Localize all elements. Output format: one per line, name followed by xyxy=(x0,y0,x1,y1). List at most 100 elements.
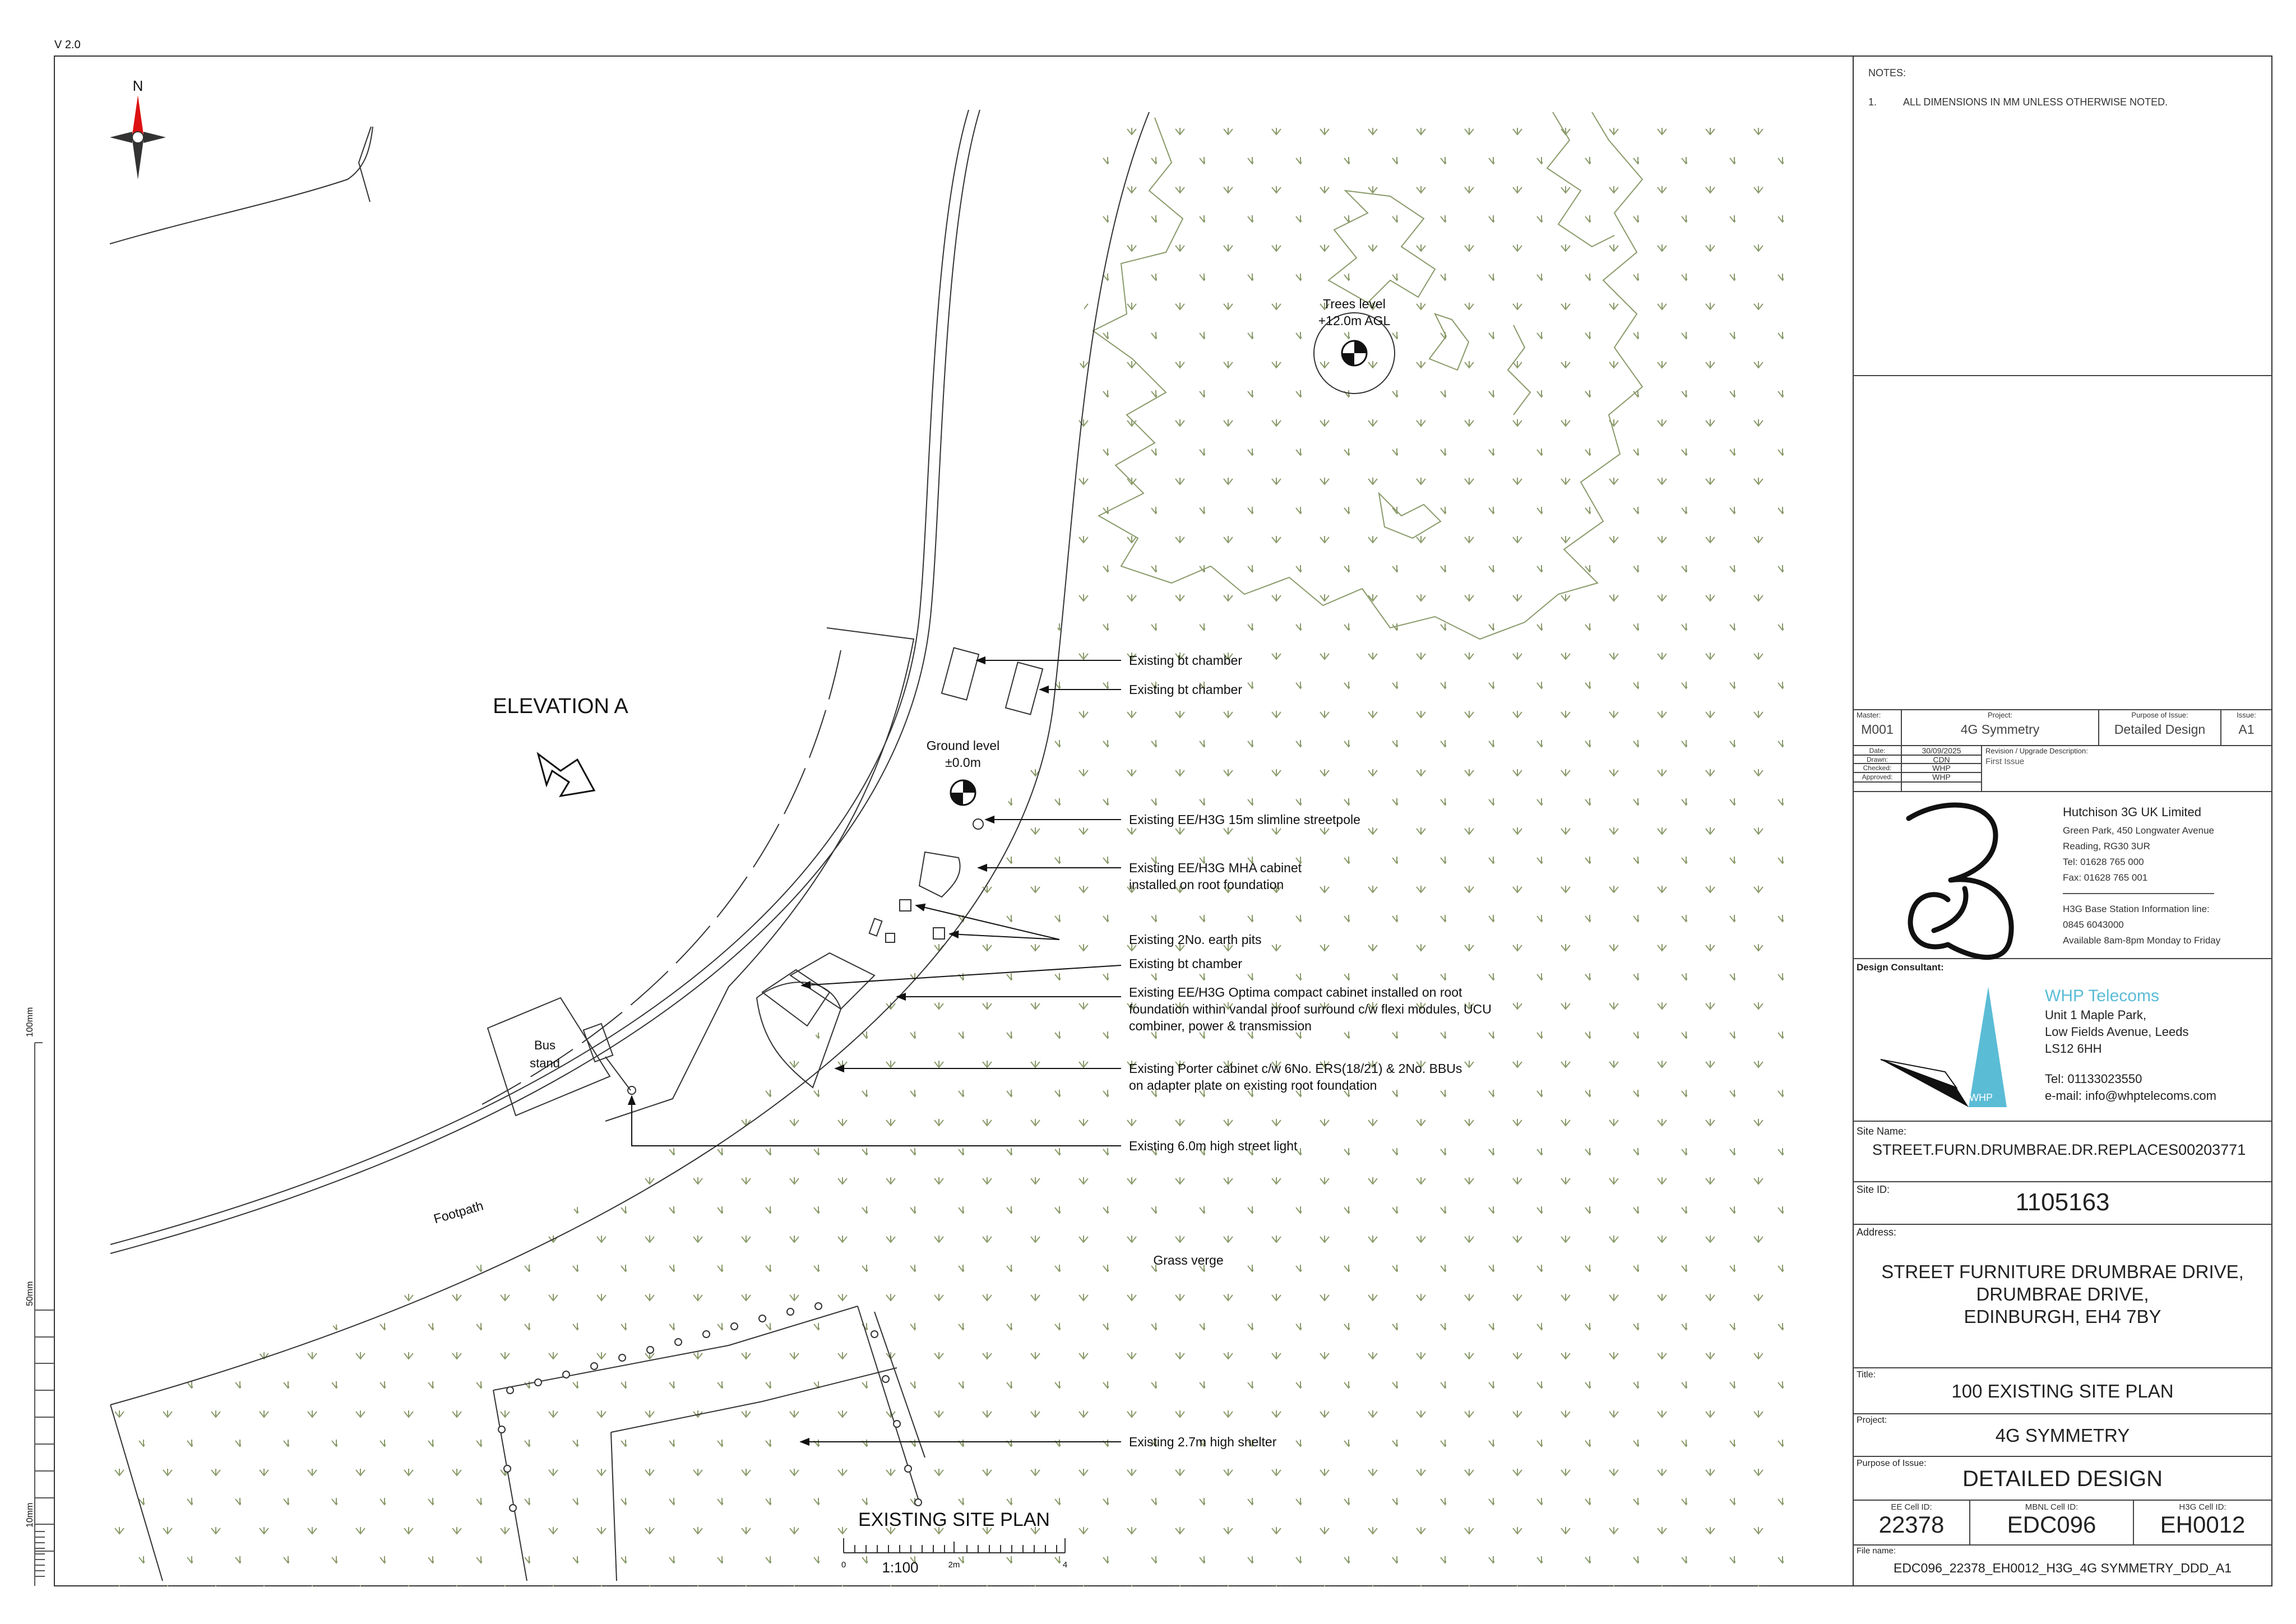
callout-bt-chamber-2: Existing bt chamber xyxy=(1129,682,1242,697)
north-label: N xyxy=(133,77,144,94)
client-divider xyxy=(2063,893,2214,894)
address-line-2: DRUMBRAE DRIVE, xyxy=(1976,1284,2149,1304)
elevation-arrow-icon xyxy=(536,752,596,798)
h3g-cell-value: EH0012 xyxy=(2160,1511,2246,1538)
ee-cell-value: 22378 xyxy=(1878,1511,1945,1538)
client-info-line-label: H3G Base Station Information line: xyxy=(2063,904,2210,914)
trees-level-label: Trees level+12.0m AGL xyxy=(1318,297,1391,328)
consultant-name: WHP Telecoms xyxy=(2045,987,2159,1005)
consultant-tel: Tel: 01133023550 xyxy=(2045,1072,2142,1086)
mbnl-cell-label: MBNL Cell ID: xyxy=(2025,1502,2079,1512)
master-value: M001 xyxy=(1861,722,1894,737)
project2-label: Project: xyxy=(1857,1415,1887,1425)
drawn-value: CDN xyxy=(1933,755,1950,764)
drawn-label: Drawn: xyxy=(1866,756,1888,764)
file-name-value: EDC096_22378_EH0012_H3G_4G SYMMETRY_DDD_… xyxy=(1893,1561,2232,1575)
client-address-1: Green Park, 450 Longwater Avenue xyxy=(2063,825,2214,836)
notes-heading: NOTES: xyxy=(1868,67,1906,78)
title-block-grid xyxy=(1853,375,2272,1546)
checked-label: Checked: xyxy=(1863,764,1892,772)
site-id-value: 1105163 xyxy=(2015,1188,2110,1216)
consultant-address-1: Unit 1 Maple Park, xyxy=(2045,1008,2146,1022)
drawing-title: 100 EXISTING SITE PLAN xyxy=(1951,1381,2174,1401)
callout-streetpole: Existing EE/H3G 15m slimline streetpole xyxy=(1129,812,1360,827)
callout-optima-cabinet: Existing EE/H3G Optima compact cabinet i… xyxy=(1129,985,1492,1033)
title-label: Title: xyxy=(1857,1370,1876,1380)
callout-earth-pits: Existing 2No. earth pits xyxy=(1129,932,1262,947)
ruler-100mm: 100mm xyxy=(25,1007,35,1037)
consultant-email: e-mail: info@whptelecoms.com xyxy=(2045,1089,2216,1103)
approved-label: Approved: xyxy=(1862,773,1893,781)
tree-canopy xyxy=(1092,112,1644,640)
shelter-post-markers xyxy=(498,1302,922,1512)
mbnl-cell-value: EDC096 xyxy=(2007,1511,2096,1538)
whp-logo xyxy=(1880,987,2007,1107)
title-block-border xyxy=(1853,55,2272,1586)
left-ruler xyxy=(34,1042,54,1586)
consultant-address-3: LS12 6HH xyxy=(2045,1042,2102,1056)
file-name-label: File name: xyxy=(1857,1546,1896,1556)
project-label: Project: xyxy=(1987,711,2013,719)
whp-logo-text: WHP xyxy=(1969,1092,1993,1103)
callout-labels: Existing bt chamber Existing bt chamber … xyxy=(1129,653,1492,1449)
date-label: Date: xyxy=(1869,747,1886,755)
callout-bt-chamber-1: Existing bt chamber xyxy=(1129,653,1242,668)
h3g-cell-label: H3G Cell ID: xyxy=(2179,1502,2226,1512)
master-label: Master: xyxy=(1857,711,1881,719)
purpose-label: Purpose of Issue: xyxy=(2131,711,2188,719)
client-hours: Available 8am-8pm Monday to Friday xyxy=(2063,935,2221,946)
scale-ratio: 1:100 xyxy=(882,1559,918,1576)
bus-stand xyxy=(487,997,636,1117)
address-label: Address: xyxy=(1857,1227,1897,1238)
project-value: 4G Symmetry xyxy=(1960,722,2040,737)
north-arrow-icon xyxy=(110,95,166,179)
callout-street-light: Existing 6.0m high street light xyxy=(1129,1139,1298,1153)
client-name: Hutchison 3G UK Limited xyxy=(2063,805,2201,819)
road-edges xyxy=(109,109,1150,1405)
scale-tick-4: 4 xyxy=(1063,1560,1067,1570)
site-name-value: STREET.FURN.DRUMBRAE.DR.REPLACES00203771 xyxy=(1872,1141,2246,1158)
address-line-3: EDINBURGH, EH4 7BY xyxy=(1964,1306,2161,1327)
purpose2-label: Purpose of Issue: xyxy=(1857,1459,1927,1468)
client-tel: Tel: 01628 765 000 xyxy=(2063,857,2144,867)
date-value: 30/09/2025 xyxy=(1922,746,1961,755)
consultant-address-2: Low Fields Avenue, Leeds xyxy=(2045,1025,2189,1039)
site-name-label: Site Name: xyxy=(1857,1126,1907,1137)
elevation-label: ELEVATION A xyxy=(493,695,628,718)
client-fax: Fax: 01628 765 001 xyxy=(2063,872,2148,883)
note-number: 1. xyxy=(1868,96,1877,108)
checked-value: WHP xyxy=(1932,764,1951,772)
approved-value: WHP xyxy=(1932,772,1951,781)
revision-value: First Issue xyxy=(1985,757,2025,766)
three-logo xyxy=(1906,802,2014,960)
ruler-10mm: 10mm xyxy=(25,1503,35,1528)
issue-label: Issue: xyxy=(2237,711,2256,719)
grass-verge-label: Grass verge xyxy=(1153,1253,1223,1267)
purpose-value: Detailed Design xyxy=(2114,722,2206,737)
ruler-50mm: 50mm xyxy=(25,1281,35,1306)
consultant-label: Design Consultant: xyxy=(1857,962,1944,973)
scale-tick-0: 0 xyxy=(841,1560,846,1570)
ground-level-marker xyxy=(950,779,976,806)
issue-value: A1 xyxy=(2238,722,2255,737)
plan-title: EXISTING SITE PLAN xyxy=(858,1509,1050,1530)
callout-shelter: Existing 2.7m high shelter xyxy=(1129,1435,1277,1449)
address-line-1: STREET FURNITURE DRUMBRAE DRIVE, xyxy=(1881,1261,2244,1282)
ground-level-label: Ground level±0.0m xyxy=(927,738,999,770)
version-label: V 2.0 xyxy=(54,39,81,51)
scale-tick-2m: 2m xyxy=(948,1560,960,1570)
footpath-label: Footpath xyxy=(432,1198,485,1226)
client-info-line: 0845 6043000 xyxy=(2063,919,2124,930)
callout-leaders xyxy=(627,656,1122,1446)
trees-level-marker xyxy=(1313,312,1395,394)
revision-label: Revision / Upgrade Description: xyxy=(1985,747,2088,755)
client-address-2: Reading, RG30 3UR xyxy=(2063,841,2150,852)
ee-cell-label: EE Cell ID: xyxy=(1891,1502,1932,1512)
grass-verge-hatch xyxy=(112,112,1797,1586)
shelter xyxy=(110,1306,925,1581)
project2-value: 4G SYMMETRY xyxy=(1995,1425,2130,1446)
site-equipment xyxy=(756,647,1044,1089)
purpose2-value: DETAILED DESIGN xyxy=(1962,1466,2163,1491)
